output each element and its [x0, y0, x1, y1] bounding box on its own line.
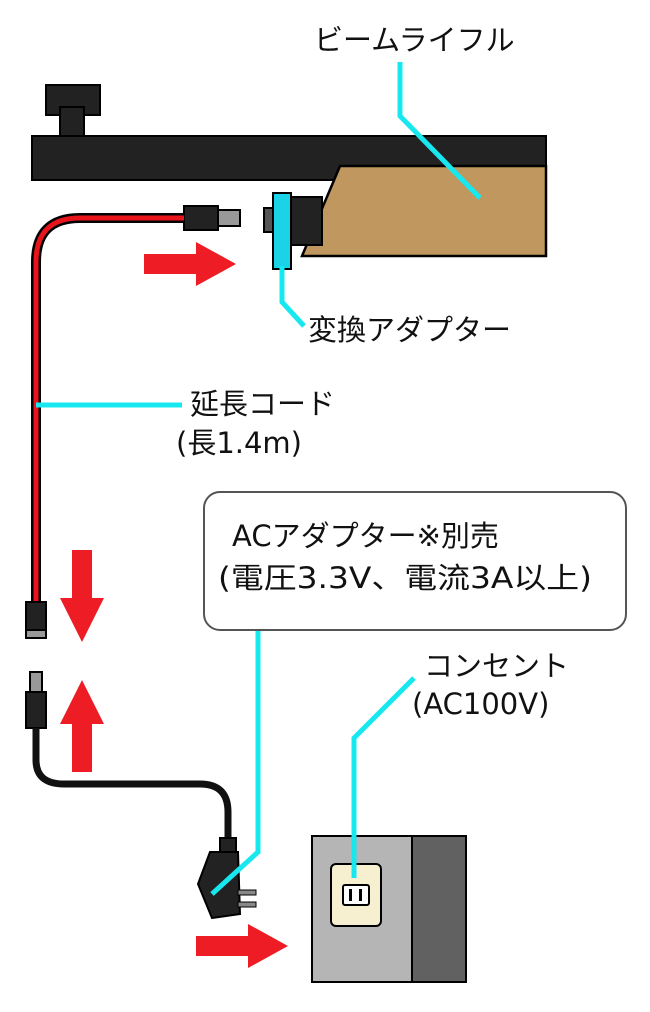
wall-outlet-socket: [342, 884, 370, 906]
ac-adapter-callout-box: [203, 491, 627, 631]
converter-adapter-collar: [272, 192, 292, 270]
arrow-down-to-connector: [60, 550, 104, 642]
arrow-right-to-converter: [144, 242, 236, 286]
converter-plug-black: [287, 196, 323, 246]
label-beam-rifle: ビームライフル: [314, 23, 515, 57]
label-ac-adapter: ACアダプター※別売: [232, 519, 499, 553]
label-outlet: コンセント: [424, 649, 569, 683]
ac-adapter-cord: [32, 728, 232, 846]
wall-side: [411, 835, 467, 983]
wall-outlet-slot-right: [359, 889, 362, 901]
extension-cord-wire: [31, 213, 184, 602]
leader-outlet: [351, 676, 416, 878]
extension-cord-top-plug: [183, 205, 219, 231]
label-extension-cord: 延長コード: [190, 387, 335, 421]
label-ac-adapter-spec: (電圧3.3V、電流3A以上): [218, 561, 592, 595]
leader-ac-adapter: [210, 629, 261, 896]
wall-outlet-slot-left: [349, 889, 352, 901]
arrow-right-to-outlet: [196, 924, 288, 968]
extension-cord-top-plug-pin: [215, 209, 241, 227]
leader-converter-adapter: [279, 266, 306, 328]
extension-cord-bottom-connector-tip: [25, 629, 47, 639]
label-converter-adapter: 変換アダプター: [308, 313, 511, 347]
arrow-up-to-connector: [60, 680, 104, 772]
ac-adapter-prong-bottom: [237, 901, 257, 908]
ac-adapter-plug: [25, 691, 47, 729]
ac-adapter-plug-tip: [29, 671, 43, 695]
extension-cord-wire-core: [33, 215, 184, 602]
beam-rifle-body: [300, 164, 548, 258]
ac-adapter-prong-top: [237, 889, 257, 896]
label-outlet-voltage: (AC100V): [412, 687, 549, 721]
label-extension-cord-length: (長1.4m): [176, 426, 302, 460]
leader-beam-rifle: [397, 62, 482, 200]
